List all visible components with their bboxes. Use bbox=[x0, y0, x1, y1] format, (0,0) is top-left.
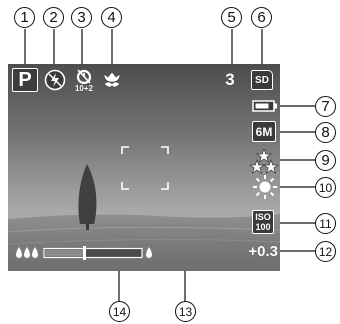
mode-indicator: P bbox=[12, 68, 38, 92]
focus-frame-icon bbox=[121, 146, 169, 190]
sd-card-icon: SD bbox=[250, 68, 274, 92]
callout-12: 12 bbox=[315, 241, 336, 262]
callout-14: 14 bbox=[109, 301, 130, 322]
callout-1: 1 bbox=[14, 7, 35, 28]
resolution-label: 6M bbox=[255, 124, 273, 139]
digital-zoom-bar bbox=[14, 244, 156, 262]
media-label: SD bbox=[255, 74, 269, 86]
callout-5: 5 bbox=[221, 7, 242, 28]
callout-3: 3 bbox=[71, 7, 92, 28]
callout-4: 4 bbox=[101, 7, 122, 28]
callout-9: 9 bbox=[315, 150, 336, 171]
quality-stars-icon bbox=[250, 148, 278, 174]
self-timer-icon: 10+2 bbox=[70, 66, 98, 94]
callout-7: 7 bbox=[315, 96, 336, 117]
callout-8: 8 bbox=[315, 122, 336, 143]
macro-flower-icon bbox=[100, 68, 124, 92]
resolution-icon: 6M bbox=[252, 121, 276, 142]
landscape-photo bbox=[8, 64, 280, 271]
callout-11: 11 bbox=[315, 213, 336, 234]
self-timer-label: 10+2 bbox=[74, 83, 94, 93]
flash-off-icon bbox=[43, 68, 67, 92]
iso-value: 100 bbox=[255, 222, 271, 232]
sunlight-white-balance-icon bbox=[252, 174, 278, 200]
callout-6: 6 bbox=[251, 7, 272, 28]
exposure-compensation: +0.3 bbox=[248, 242, 278, 260]
iso-icon: ISO 100 bbox=[252, 210, 274, 234]
callout-13: 13 bbox=[175, 301, 196, 322]
battery-icon bbox=[252, 100, 278, 112]
callout-2: 2 bbox=[43, 7, 64, 28]
lcd-screen: P 10+2 3 SD bbox=[8, 64, 280, 271]
frame-count: 3 bbox=[225, 70, 235, 89]
callout-10: 10 bbox=[315, 177, 336, 198]
iso-label: ISO bbox=[255, 212, 271, 222]
mode-label: P bbox=[18, 68, 32, 91]
